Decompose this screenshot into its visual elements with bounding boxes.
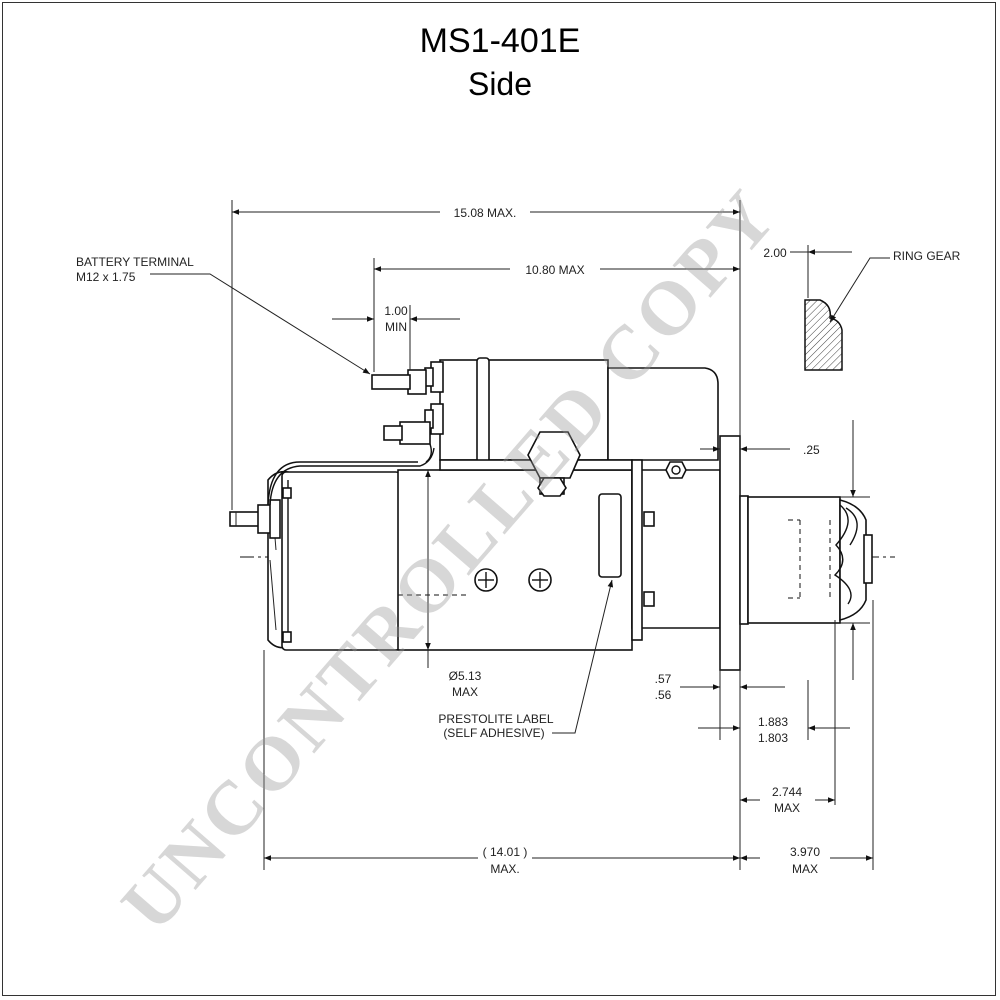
dim-terminal-clearance-unit: MIN [385, 320, 407, 334]
mounting-flange [719, 435, 749, 671]
screw-right [528, 568, 552, 592]
dim-ring-gear-offset: 2.00 [763, 246, 787, 260]
dimension-lines [150, 200, 890, 870]
label-battery-terminal-2: M12 x 1.75 [76, 270, 136, 284]
field-wire [269, 447, 435, 506]
ring-gear-leader [829, 257, 890, 323]
dim-pinion-lower: 1.803 [758, 731, 788, 745]
solenoid [371, 357, 719, 463]
battery-terminal-leader [150, 273, 371, 375]
dim-diameter-value: Ø5.13 [449, 669, 482, 683]
dim-flange-thickness: .25 [803, 443, 820, 457]
battery-terminal-stud [371, 374, 411, 390]
view-name: Side [467, 66, 533, 102]
ring-gear-section [804, 299, 843, 371]
label-battery-terminal-1: BATTERY TERMINAL [76, 255, 194, 269]
field-wire-inner [267, 461, 418, 506]
label-leader [552, 579, 614, 734]
dim-body-length-value: ( 14.01 ) [483, 845, 528, 859]
dim-terminal-clearance-value: 1.00 [384, 304, 408, 318]
dim-flange-upper: .57 [655, 672, 672, 686]
dim-nose-length-value: 3.970 [790, 845, 820, 859]
field-frame [397, 469, 633, 651]
dim-flange-lower: .56 [655, 688, 672, 702]
dim-pinion-upper: 1.883 [758, 715, 788, 729]
drawing-title: MS1-401E [419, 22, 581, 60]
pinion-nose [747, 496, 873, 624]
label-ring-gear: RING GEAR [893, 249, 961, 263]
rear-stud [229, 499, 281, 539]
rear-end-cap [267, 470, 401, 651]
screw-left [474, 568, 498, 592]
dim-nose-unit: MAX [774, 801, 800, 815]
label-prestolite-1: PRESTOLITE LABEL [438, 712, 553, 726]
starter-motor [229, 299, 895, 671]
dim-overall-length: 15.08 MAX. [454, 206, 517, 220]
dim-solenoid-length: 10.80 MAX [525, 263, 584, 277]
dim-diameter-unit: MAX [452, 685, 478, 699]
dim-nose-length-unit: MAX [792, 862, 818, 876]
prestolite-label-area [598, 493, 622, 578]
dim-nose-value: 2.744 [772, 785, 802, 799]
dimension-text: 15.08 MAX. 10.80 MAX 1.00 MIN 2.00 RING … [76, 206, 961, 876]
drive-housing [631, 459, 721, 641]
label-prestolite-2: (SELF ADHESIVE) [443, 726, 544, 740]
dim-body-length-unit: MAX. [490, 862, 519, 876]
